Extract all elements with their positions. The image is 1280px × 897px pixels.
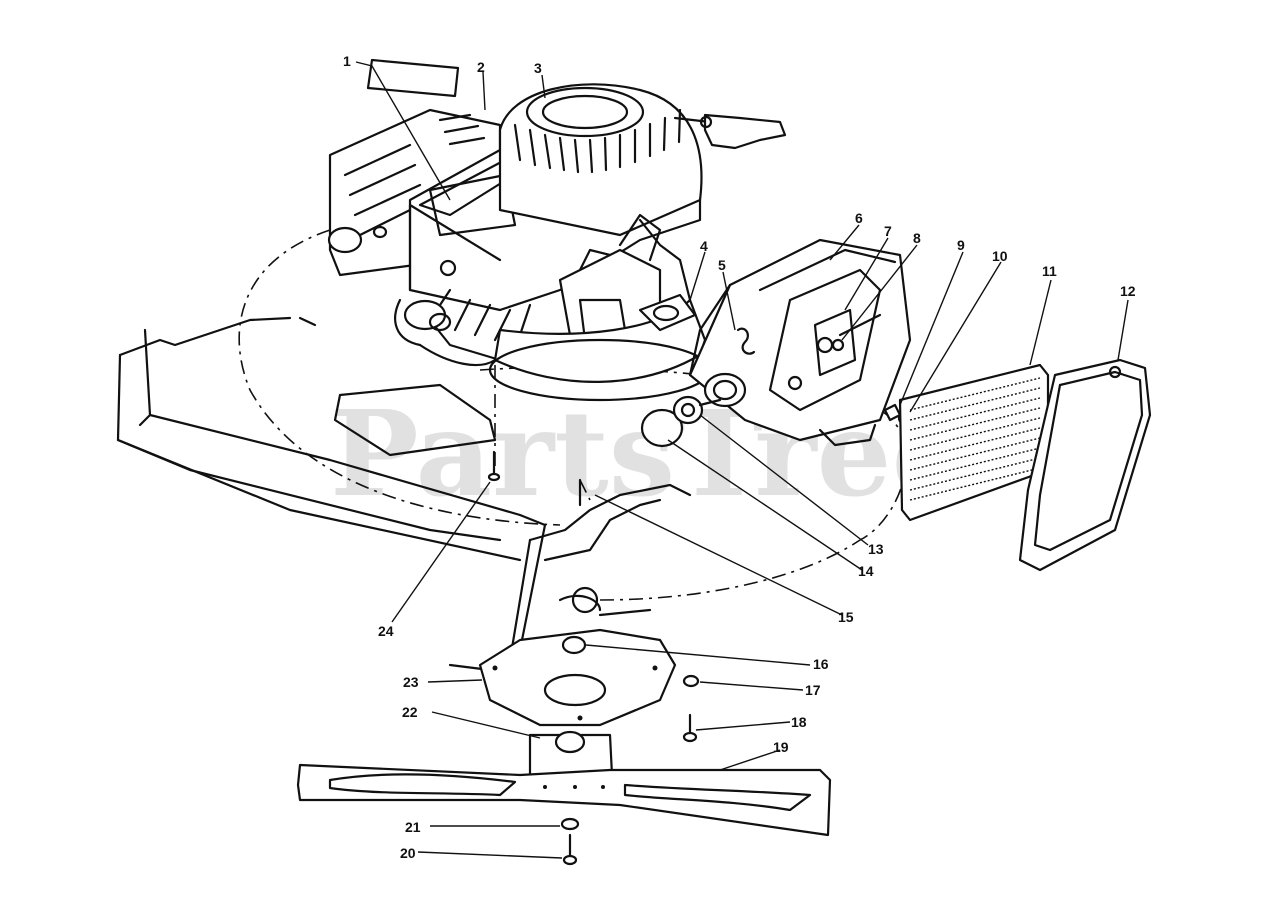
callout-16: 16 (813, 656, 829, 672)
callout-14: 14 (858, 563, 874, 579)
callout-19: 19 (773, 739, 789, 755)
engine-assembly (327, 83, 787, 501)
callout-24: 24 (378, 623, 394, 639)
blade-assembly (296, 450, 832, 866)
callout-5: 5 (718, 257, 726, 273)
leader-lines (355, 61, 1129, 859)
callout-1: 1 (343, 53, 351, 69)
callout-12: 12 (1120, 283, 1136, 299)
callout-21: 21 (405, 819, 421, 835)
callout-22: 22 (402, 704, 418, 720)
callout-9: 9 (957, 237, 965, 253)
decal-part (366, 58, 460, 98)
callout-11: 11 (1042, 263, 1057, 279)
air-cleaner-assembly (640, 238, 1152, 572)
callout-18: 18 (791, 714, 807, 730)
mower-deck (116, 229, 907, 672)
callout-3: 3 (534, 60, 542, 76)
callout-13: 13 (868, 541, 884, 557)
callout-6: 6 (855, 210, 863, 226)
callout-4: 4 (700, 238, 708, 254)
callout-20: 20 (400, 845, 416, 861)
callout-23: 23 (403, 674, 419, 690)
callout-15: 15 (838, 609, 854, 625)
callout-8: 8 (913, 230, 921, 246)
callout-numbers: 1 2 3 4 5 6 7 8 9 10 11 12 13 14 15 16 1… (343, 53, 1136, 861)
callout-7: 7 (884, 223, 892, 239)
callout-17: 17 (805, 682, 821, 698)
callout-10: 10 (992, 248, 1008, 264)
callout-2: 2 (477, 59, 485, 75)
